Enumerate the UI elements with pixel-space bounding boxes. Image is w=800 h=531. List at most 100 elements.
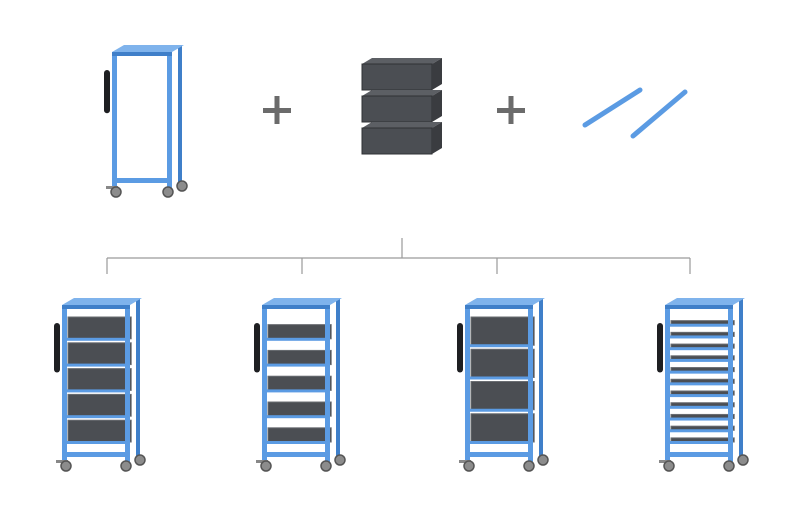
shelf-rail [668,394,730,398]
shelf-rail [668,370,730,374]
shelf-rail [65,363,127,367]
plus-icon [497,96,525,124]
configurations-row [54,298,749,472]
brake-pedal [459,460,471,463]
crate-container [67,419,132,443]
crate-container [470,348,535,378]
top-plate-edge [465,305,533,309]
front-post [112,52,117,196]
shelf-rail [468,344,530,348]
crate-top [362,58,442,64]
front-post [325,305,330,470]
crate-top [362,122,442,128]
base-frame [62,452,130,457]
wheel-icon [334,454,346,466]
top-plate [465,298,545,305]
back-post [178,46,182,190]
back-post [136,299,140,464]
rail-icon [582,87,643,128]
base-frame [465,452,533,457]
wheel-icon [120,460,132,472]
plus-bar [508,96,514,124]
back-post [539,299,543,464]
cart-config-5-trays [254,298,346,472]
handle-icon [54,323,60,373]
support-rails [582,87,688,139]
front-post [167,52,172,196]
plus-icon [263,96,291,124]
shelf-rail [468,441,530,444]
handle-icon [457,323,463,373]
shelf-rail [65,441,127,444]
handle-icon [657,323,663,373]
wheel-icon [134,454,146,466]
shelf-rail [265,363,327,367]
front-post [528,305,533,470]
wheel-icon [537,454,549,466]
shelf-rail [468,408,530,412]
wheel-icon [176,180,188,192]
empty-cart-frame [104,45,188,198]
shelf-rail [668,323,730,327]
tray-container [267,324,332,340]
top-plate [112,45,184,52]
shelf-rail [668,429,730,433]
wheel-icon [523,460,535,472]
shelf-rail [468,376,530,380]
crate-container [67,368,132,391]
crate-container [470,381,535,411]
crate-container [470,316,535,346]
brake-pedal [256,460,268,463]
back-post [336,299,340,464]
stacked-crates [361,58,442,155]
front-post [728,305,733,470]
base-frame [262,452,330,457]
shelf-rail [65,415,127,419]
cart-config-5-crates [54,298,146,472]
shelf-rail [668,347,730,351]
back-post [739,299,743,464]
shelf-rail [668,417,730,421]
shelf-rail [265,441,327,444]
crate-side [432,90,442,122]
handle-icon [254,323,260,373]
shelf-rail [265,415,327,419]
wheel-icon [260,460,272,472]
crate-top [362,90,442,96]
shelf-rail [668,335,730,339]
base-shelf [112,178,172,182]
brake-pedal [106,186,118,189]
wheel-icon [110,186,122,198]
crate-side [432,58,442,90]
top-plate [62,298,142,305]
brake-pedal [56,460,68,463]
crate-container [67,342,132,366]
shelf-rail [265,337,327,341]
front-post [62,305,67,470]
top-plate-edge [262,305,330,309]
components-row [104,45,688,198]
shelf-rail [668,405,730,409]
rail-icon [630,89,688,139]
crate-icon [361,63,433,91]
front-post [665,305,670,470]
front-post [125,305,130,470]
shelf-rail [65,337,127,341]
tray-container [267,427,332,443]
front-post [262,305,267,470]
connector-tree [106,238,691,274]
front-post [465,305,470,470]
handle-icon [104,70,110,114]
top-plate [262,298,342,305]
plus-bar [274,96,280,124]
crate-icon [361,95,433,123]
wheel-icon [463,460,475,472]
shelf-rail [668,358,730,362]
cart-config-11-shallow-trays [657,298,749,472]
top-plate-edge [112,52,172,56]
wheel-icon [723,460,735,472]
top-plate-edge [62,305,130,309]
cart-config-4-tall-crates [457,298,549,472]
top-plate [665,298,745,305]
